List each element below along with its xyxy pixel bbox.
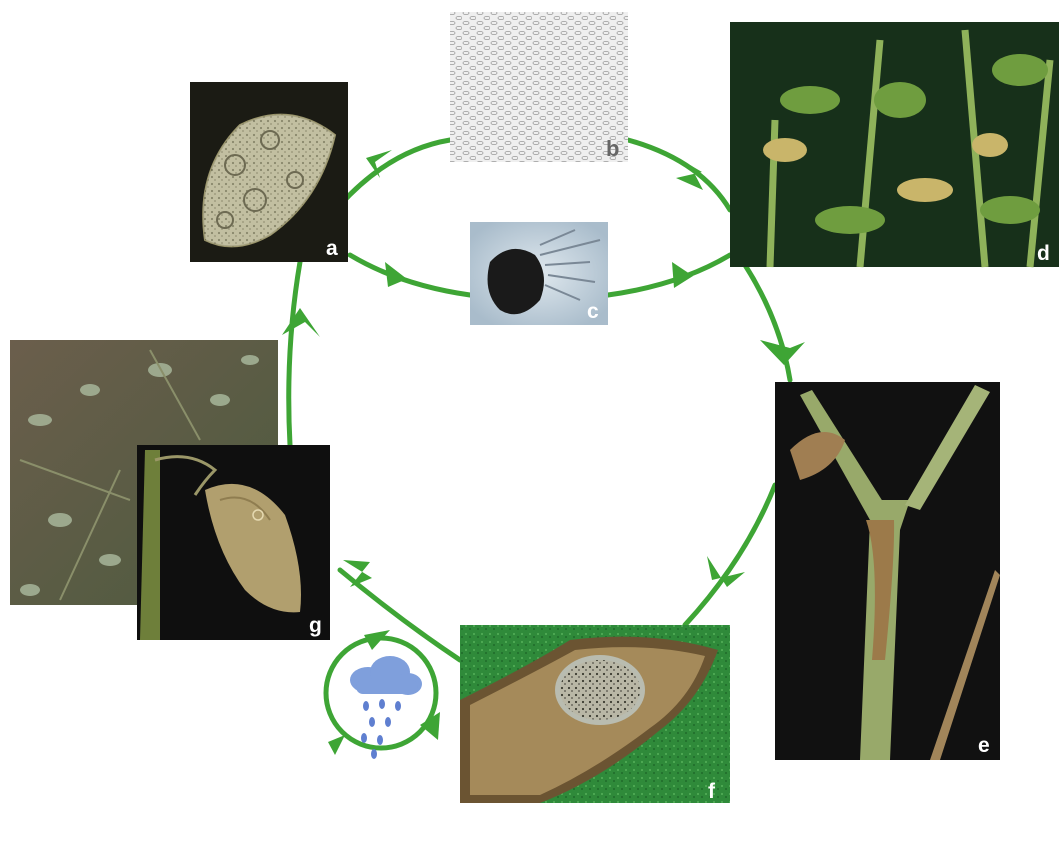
panel-d: d bbox=[730, 22, 1059, 267]
arrow-g-to-a bbox=[289, 262, 300, 445]
arrow-e-to-f bbox=[685, 485, 775, 625]
arrowhead-icon bbox=[385, 262, 407, 287]
rain-cycle-icon bbox=[326, 630, 440, 759]
panel-e: e bbox=[775, 382, 1000, 760]
arrow-a-to-c bbox=[350, 255, 470, 295]
panel-f: f bbox=[460, 625, 730, 803]
panel-label-d: d bbox=[1037, 242, 1050, 265]
panel-label-g: g bbox=[309, 614, 322, 637]
arrow-b-to-d bbox=[628, 140, 730, 210]
panel-label-b: b bbox=[606, 136, 619, 161]
cycle-arrow-icon bbox=[328, 735, 345, 755]
panel-c: c bbox=[470, 222, 608, 325]
arrow-a-to-b bbox=[340, 140, 450, 205]
rain-cloud-icon bbox=[350, 656, 422, 695]
panel-g: g bbox=[137, 445, 330, 640]
arrowhead-icon bbox=[282, 308, 320, 337]
panel-label-a: a bbox=[326, 237, 338, 260]
panel-b: b bbox=[450, 12, 628, 162]
arrowhead-icon bbox=[672, 262, 693, 288]
cycle-arrows bbox=[289, 140, 790, 660]
arrow-c-to-d bbox=[608, 255, 730, 295]
panel-a: a bbox=[190, 82, 348, 262]
panel-label-e: e bbox=[978, 734, 990, 757]
arrowheads bbox=[282, 150, 805, 587]
panel-label-f: f bbox=[708, 780, 716, 803]
panel-label-c: c bbox=[587, 300, 599, 323]
